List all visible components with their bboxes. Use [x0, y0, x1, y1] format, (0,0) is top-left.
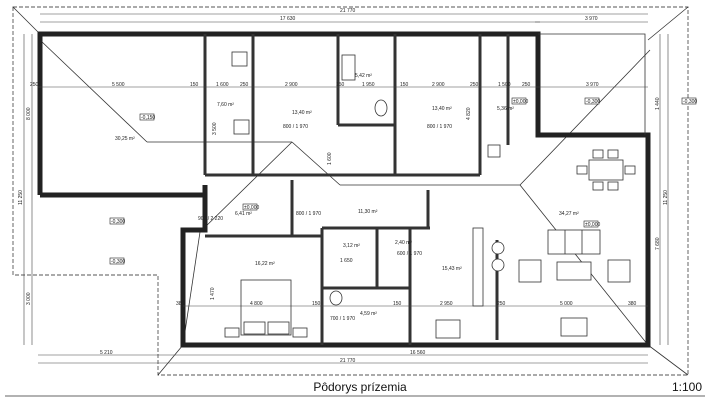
toilet [374, 99, 388, 117]
door-dim: 800 / 1 970 [427, 124, 452, 130]
level-tag: -0,300 [111, 259, 125, 265]
dim-bottom-mid: 16 560 [410, 350, 426, 356]
bar-stool [491, 258, 505, 272]
armchair-left [518, 259, 542, 283]
room-area-living-room: 34,27 m² [559, 211, 579, 217]
dim: 1 950 [362, 82, 375, 88]
roof-outline [12, 6, 689, 376]
boiler [231, 51, 248, 67]
dim-top-total: 21 770 [340, 8, 356, 14]
dim: 380 [176, 301, 185, 307]
door-dim: 800 / 1 970 [296, 211, 321, 217]
dim-height: 1 650 [340, 258, 353, 264]
room-area-wc: 2,40 m² [395, 240, 412, 246]
dining-table [576, 149, 636, 191]
kitchen-counter [472, 227, 484, 307]
dim-bottom-total: 21 770 [340, 358, 356, 364]
room-area-bedroom: 16,22 m² [255, 261, 275, 267]
drawing-title: Pôdorys prízemia [313, 380, 407, 394]
dimension-lines [23, 13, 669, 364]
dim-top-right: 3 970 [585, 16, 598, 22]
room-area-garage: 30,25 m² [115, 136, 135, 142]
dim: 150 [393, 301, 402, 307]
dim: 150 [190, 82, 199, 88]
level-tag: -0,300 [586, 99, 600, 105]
exterior-walls [37, 31, 651, 348]
furniture [224, 51, 636, 339]
dim-left-total: 11 250 [18, 190, 24, 205]
dim: 2 950 [440, 301, 453, 307]
room-area-kitchen: 15,43 m² [442, 266, 462, 272]
dim: 5 000 [560, 301, 573, 307]
dim-left-upper: 8 000 [26, 107, 32, 120]
dim-right-mid: 7 680 [655, 237, 661, 250]
dim: 3 970 [586, 82, 599, 88]
dim-height: 1 470 [210, 287, 216, 300]
bathtub [341, 54, 356, 81]
door-dim: 600 / 1 970 [397, 251, 422, 257]
dim: 380 [628, 301, 637, 307]
dim-height: 1 600 [327, 152, 333, 165]
coffee-table [556, 261, 592, 281]
dim: 4 800 [250, 301, 263, 307]
dim: 2 900 [432, 82, 445, 88]
dim: 250 [30, 82, 39, 88]
door-dim: 800 / 1 970 [283, 124, 308, 130]
level-tag: ±0,000 [513, 99, 528, 105]
dim: 250 [240, 82, 249, 88]
bar-stool [491, 241, 505, 255]
level-tag: ±0,000 [585, 222, 600, 228]
stairs [435, 319, 461, 339]
chimney [487, 144, 501, 158]
sofa [547, 229, 601, 255]
dim: 250 [522, 82, 531, 88]
toilet-2 [329, 290, 343, 306]
room-area-room-2: 13,40 m² [432, 106, 452, 112]
dim-top-inner: 17 630 [280, 16, 296, 22]
room-area-bathroom-1: 7,60 m² [217, 102, 234, 108]
dim: 1 600 [216, 82, 229, 88]
door-dim: 700 / 1 970 [330, 316, 355, 322]
room-area-hall: 11,30 m² [358, 209, 378, 215]
room-area-entrance: 6,41 m² [235, 211, 252, 217]
level-tag: ±0,000 [244, 205, 259, 211]
dim: 150 [312, 301, 321, 307]
fireplace [560, 317, 588, 337]
dim: 5 500 [112, 82, 125, 88]
room-labels: 30,25 m² 7,60 m² 13,40 m² 5,42 m² 13,40 … [115, 73, 579, 317]
dim: 2 900 [285, 82, 298, 88]
sink [233, 119, 250, 135]
room-area-storage: 5,36 m² [497, 106, 514, 112]
bed [224, 279, 308, 338]
dim: 150 [400, 82, 409, 88]
dim-height: 4 820 [466, 107, 472, 120]
level-tags: -0,150 -0,300 -0,300 ±0,000 ±0,000 -0,30… [109, 97, 697, 265]
dim: 150 [336, 82, 345, 88]
dim-height: 3 500 [212, 122, 218, 135]
dim-right-upper: 1 440 [655, 97, 661, 110]
armchair-right [607, 259, 631, 283]
room-area-bathroom-2: 5,42 m² [355, 73, 372, 79]
dim-right-total: 11 250 [663, 190, 669, 205]
level-tag: -0,150 [141, 115, 155, 121]
dim-bottom-left: 5 210 [100, 350, 113, 356]
door-dim: 900 / 2 220 [198, 216, 223, 222]
dimension-texts: 21 770 17 630 3 970 250 5 500 150 1 600 … [18, 8, 669, 364]
dim: 250 [470, 82, 479, 88]
room-area-wardrobe: 3,12 m² [343, 243, 360, 249]
interior-walls [203, 34, 510, 345]
room-area-bathroom-3: 4,59 m² [360, 311, 377, 317]
dim-left-lower: 3 000 [26, 292, 32, 305]
drawing-scale: 1:100 [672, 380, 702, 394]
dim: 1 500 [498, 82, 511, 88]
dim: 250 [497, 301, 506, 307]
room-area-room-1: 13,40 m² [292, 110, 312, 116]
level-tag: -0,300 [111, 219, 125, 225]
level-tag: -0,300 [683, 99, 697, 105]
